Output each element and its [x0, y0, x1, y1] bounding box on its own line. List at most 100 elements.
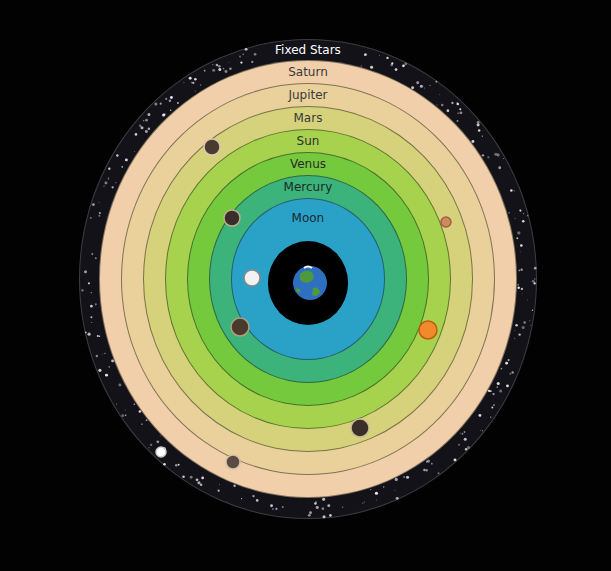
star: [227, 500, 229, 502]
star: [95, 257, 97, 259]
star: [315, 501, 317, 503]
star: [482, 154, 484, 156]
star: [101, 353, 103, 355]
star: [252, 495, 254, 497]
star: [429, 85, 430, 86]
star: [108, 366, 110, 368]
star: [482, 430, 483, 431]
star: [145, 119, 148, 122]
star: [125, 158, 128, 161]
star: [251, 61, 253, 63]
star: [88, 282, 90, 284]
band-label: Moon: [232, 211, 385, 225]
star: [464, 431, 466, 433]
star: [386, 57, 388, 59]
star: [482, 135, 483, 136]
star: [223, 68, 225, 70]
star: [254, 53, 257, 56]
star: [510, 189, 513, 192]
star: [365, 53, 368, 56]
star: [411, 86, 414, 89]
star: [98, 215, 100, 217]
star: [519, 210, 521, 212]
star: [314, 502, 317, 505]
star: [212, 69, 215, 72]
star: [256, 499, 259, 502]
star: [192, 82, 194, 84]
star: [163, 463, 166, 466]
star: [459, 111, 462, 114]
orbit-band: Moon: [231, 198, 386, 360]
star: [426, 461, 428, 463]
orbit-band: MarsSunVenusMercuryMoon: [143, 106, 473, 452]
star: [477, 123, 480, 126]
star: [370, 66, 373, 69]
star: [225, 70, 228, 73]
band-label: Fixed Stars: [80, 43, 536, 57]
star: [85, 332, 87, 334]
star: [316, 506, 319, 509]
star: [396, 497, 399, 500]
star: [519, 251, 521, 253]
star: [164, 113, 166, 115]
star: [391, 62, 393, 64]
band-label: Mars: [144, 111, 472, 125]
star: [229, 67, 232, 70]
star: [501, 368, 503, 370]
star: [272, 508, 274, 510]
star: [115, 182, 116, 183]
star: [175, 464, 178, 467]
star: [90, 316, 92, 318]
star: [395, 68, 398, 71]
star: [163, 447, 165, 449]
star: [84, 270, 87, 273]
star: [197, 481, 200, 484]
star: [164, 450, 166, 452]
star: [446, 109, 449, 112]
star: [91, 292, 92, 293]
star: [361, 65, 362, 66]
star: [103, 185, 104, 186]
star: [219, 484, 221, 486]
star: [322, 507, 325, 510]
star: [108, 177, 109, 178]
star: [487, 156, 489, 158]
star: [420, 85, 423, 88]
star: [478, 129, 480, 131]
star: [270, 504, 273, 507]
star: [140, 126, 143, 129]
star: [104, 182, 107, 185]
star: [145, 130, 148, 133]
orbit-band: Fixed StarsSaturnJupiterMarsSunVenusMerc…: [79, 39, 537, 519]
planet-icon: [244, 270, 260, 286]
star: [308, 514, 311, 517]
star: [218, 490, 220, 492]
planet-icons: [156, 139, 451, 469]
star: [514, 338, 515, 339]
star: [534, 278, 535, 279]
star: [522, 220, 525, 223]
star: [514, 190, 515, 191]
star: [146, 419, 148, 421]
star: [90, 217, 92, 219]
star: [363, 501, 365, 503]
star: [111, 359, 114, 362]
star: [406, 476, 409, 479]
star: [200, 84, 201, 85]
orbit-band: VenusMercuryMoon: [187, 152, 430, 406]
orbit-band: JupiterMarsSunVenusMercuryMoon: [121, 83, 495, 475]
star: [105, 374, 108, 377]
star: [517, 287, 519, 289]
star: [183, 81, 185, 83]
star: [121, 414, 124, 417]
star: [282, 506, 284, 508]
band-label: Jupiter: [122, 88, 494, 102]
orbit-band: MercuryMoon: [209, 175, 408, 383]
star: [97, 335, 99, 337]
planet-icon: [419, 321, 437, 339]
star: [200, 483, 203, 486]
star: [521, 288, 523, 290]
planet-icon: [351, 419, 369, 437]
star: [118, 383, 121, 386]
